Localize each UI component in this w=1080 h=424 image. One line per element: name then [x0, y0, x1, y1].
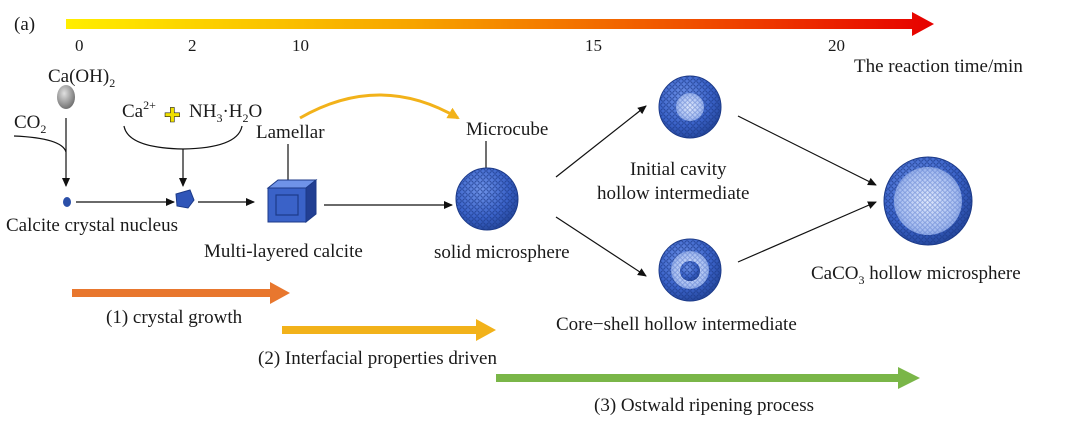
plus-icon: ✚ [164, 103, 181, 127]
process-arrow-ostwald [496, 367, 920, 389]
core-shell-label: Core−shell hollow intermediate [556, 314, 797, 335]
lamellar-label: Lamellar [256, 122, 325, 143]
small-cluster-particle [175, 189, 195, 209]
nh3-h2o-label: NH3·H2O [189, 101, 262, 125]
tick-20: 20 [828, 36, 845, 55]
caco3-hollow-microsphere [883, 156, 973, 246]
arrow-solid-to-cavity [555, 105, 647, 178]
arrow-cavity-to-hollow [737, 115, 877, 186]
process-label-interfacial: (2) Interfacial properties driven [258, 348, 497, 369]
timeline-axis-label: The reaction time/min [854, 56, 1023, 77]
initial-cavity-label-2: hollow intermediate [597, 183, 749, 204]
ca-ion-label: Ca2+ [122, 98, 156, 122]
panel-label: (a) [14, 14, 35, 35]
solid-label: solid microsphere [434, 242, 570, 263]
process-label-ostwald: (3) Ostwald ripening process [594, 395, 814, 416]
timeline-arrow [66, 12, 934, 36]
solid-microsphere [455, 167, 519, 231]
lamellar-to-microcube-arrow [299, 93, 460, 120]
initial-cavity-label-1: Initial cavity [630, 159, 727, 180]
arrow-solid-to-coreshell [555, 216, 647, 277]
co2-curve [13, 135, 67, 153]
tick-10: 10 [292, 36, 309, 55]
nucleus-particle [63, 197, 71, 207]
co2-label: CO2 [14, 112, 46, 136]
tick-2: 2 [188, 36, 197, 55]
multi-layered-calcite-cube [266, 178, 318, 224]
tick-15: 15 [585, 36, 602, 55]
process-label-crystal-growth: (1) crystal growth [106, 307, 243, 328]
caoh2-particle [57, 85, 75, 109]
nucleus-label: Calcite crystal nucleus [6, 215, 178, 236]
multi-layered-label: Multi-layered calcite [204, 241, 363, 262]
core-shell-sphere [658, 238, 722, 302]
arrow-coreshell-to-hollow [737, 201, 877, 263]
microcube-label: Microcube [466, 119, 548, 140]
hollow-label: CaCO3 hollow microsphere [811, 263, 1021, 287]
caoh2-label: Ca(OH)2 [48, 66, 115, 90]
initial-cavity-sphere [658, 75, 722, 139]
process-arrow-crystal-growth [72, 282, 290, 304]
reactant-brace [123, 125, 243, 150]
tick-0: 0 [75, 36, 84, 55]
process-arrow-interfacial [282, 319, 496, 341]
